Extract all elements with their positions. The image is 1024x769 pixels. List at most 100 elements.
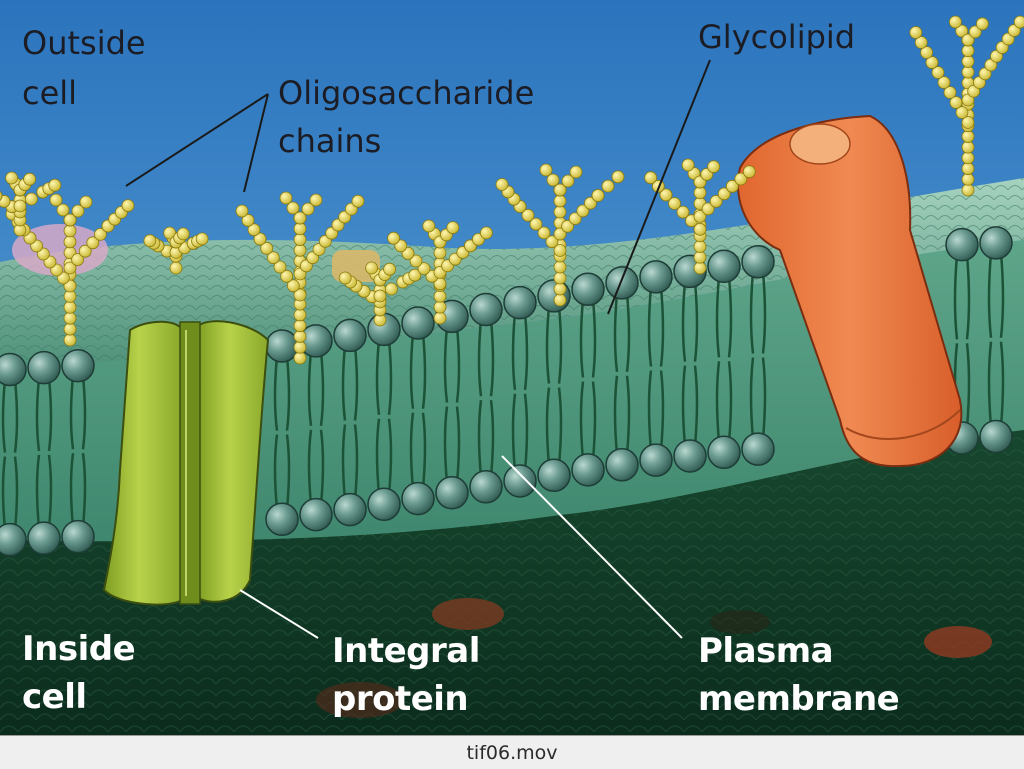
lipid-tail [443, 326, 461, 403]
lipid-tail [987, 252, 1005, 338]
sugar-bead [539, 163, 553, 177]
lipid-tail [1, 456, 19, 530]
lipid-tail [579, 381, 597, 460]
lipid-head [333, 318, 367, 353]
sugar-bead [63, 224, 77, 238]
lipid-tail [375, 339, 393, 415]
label-glycolipid: Glycolipid [698, 18, 855, 56]
sugar-bead [94, 227, 107, 241]
sugar-bead [279, 191, 293, 205]
sugar-bead [63, 235, 77, 249]
lipid-tail [443, 406, 461, 483]
sugar-bead [568, 212, 582, 226]
sugar-bead [693, 186, 707, 200]
sugar-bead [709, 194, 723, 208]
caption-bar: tif06.mov [0, 735, 1024, 769]
sugar-bead [601, 179, 615, 193]
lipid-head [605, 447, 639, 482]
sugar-bead [373, 289, 387, 303]
sugar-bead [143, 234, 157, 248]
sugar-bead [961, 55, 975, 68]
sugar-bead [553, 244, 567, 257]
sugar-bead [668, 197, 681, 210]
sugar-bead [293, 308, 307, 322]
sugar-bead [293, 340, 307, 354]
sugar-bead [561, 174, 575, 188]
lipid-head [945, 227, 979, 262]
sugar-bead [63, 311, 77, 325]
sugar-bead [553, 205, 567, 219]
sugar-bead [1013, 15, 1024, 29]
peripheral-orange-protein [736, 114, 963, 468]
sugar-bead [247, 223, 261, 237]
sugar-bead [553, 194, 567, 208]
lipid-tail [647, 370, 665, 451]
lipid-tail [987, 341, 1005, 427]
sugar-bead [681, 158, 695, 172]
lipid-tail [69, 452, 87, 527]
sugar-bead [384, 282, 398, 296]
cytoplasm-blob-4 [710, 610, 770, 634]
sugar-bead [925, 56, 939, 69]
sugar-bead [611, 170, 625, 184]
sugar-bead [387, 231, 401, 245]
lipid-head [707, 249, 741, 284]
leader-glycolipid [607, 59, 711, 315]
sugar-bead [644, 171, 658, 185]
lipid-head [0, 352, 27, 387]
sugar-bead [79, 195, 93, 209]
sugar-bead [293, 330, 307, 343]
sugar-bead [955, 106, 969, 119]
sugar-bead [545, 235, 559, 249]
lipid-head [469, 470, 503, 504]
sugar-bead [920, 46, 933, 59]
sugar-bead [961, 116, 975, 129]
sugar-bead [280, 269, 294, 283]
label-plasma-membrane: Plasma membrane [698, 631, 899, 719]
sugar-bead [63, 300, 77, 314]
sugar-bead [659, 188, 673, 202]
sugar-bead [961, 130, 975, 143]
lipid-tail [953, 254, 971, 340]
sugar-bead [734, 172, 748, 186]
sugar-bead [725, 179, 739, 193]
label-inside-cell: Inside cell [22, 629, 147, 717]
oligosaccharide-chains [0, 15, 1024, 365]
lipid-head [367, 487, 401, 521]
sugar-bead [293, 243, 307, 257]
sugar-bead [561, 219, 574, 233]
lipid-tail [341, 424, 359, 500]
sugar-bead [293, 319, 307, 333]
diagram-canvas: Outside cell Oligosaccharide chains Glyc… [0, 0, 1024, 735]
sugar-bead [584, 196, 597, 210]
sugar-bead [409, 254, 423, 268]
sugar-bead [693, 261, 707, 275]
lipid-head [741, 245, 775, 279]
sugar-bead [365, 261, 379, 275]
lipid-head [27, 350, 61, 385]
sugar-bead [293, 233, 307, 246]
sugar-bead [86, 236, 100, 250]
leader-plasma [501, 455, 683, 639]
sugar-bead [961, 162, 975, 175]
lipid-tail [477, 319, 495, 397]
sugar-bead [0, 194, 11, 208]
lipid-head [265, 502, 299, 536]
lipid-tail [35, 454, 53, 529]
sugar-bead [71, 204, 85, 218]
sugar-bead [717, 187, 731, 201]
sugar-bead [961, 65, 975, 79]
lipid-head [639, 260, 673, 294]
lipid-tail [715, 276, 733, 358]
sugar-bead [293, 222, 307, 236]
lipid-head [27, 521, 61, 555]
sugar-bead [968, 25, 982, 39]
lipid-tail [613, 292, 631, 372]
sugar-bead [293, 351, 307, 365]
sugar-bead [71, 253, 84, 267]
lipid-tail [545, 305, 563, 384]
sugar-bead [433, 289, 447, 303]
sugar-bead [422, 219, 436, 233]
sugar-bead [949, 96, 963, 109]
